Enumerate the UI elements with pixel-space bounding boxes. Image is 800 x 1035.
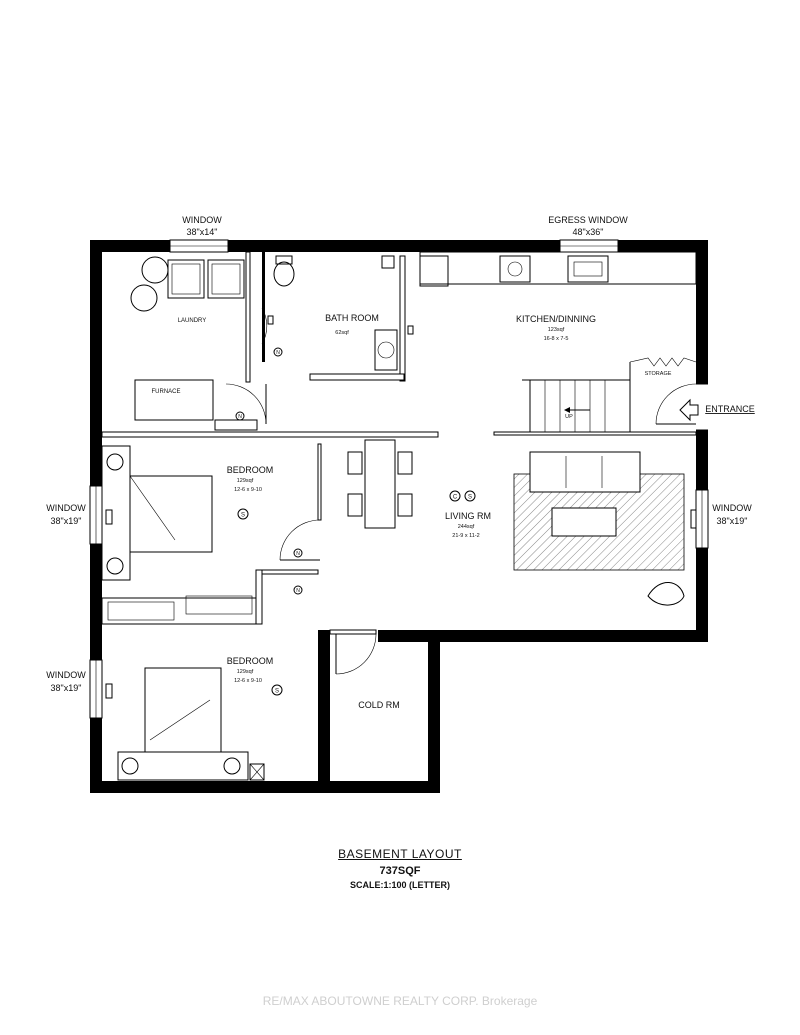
kitchen-area: 123sqf <box>548 327 565 333</box>
furnace-label: FURNACE <box>151 389 180 395</box>
living-label: LIVING RM <box>445 511 491 521</box>
window-top-size: 38"x14" <box>187 227 218 237</box>
bath-room-label: BATH ROOM <box>325 313 379 323</box>
n-symbol-bath: N <box>276 350 280 356</box>
bath-area: 62sqf <box>335 330 349 336</box>
bedroom2-label: BEDROOM <box>227 656 274 666</box>
cold-room-label: COLD RM <box>358 700 400 710</box>
window-left2-label: WINDOW <box>46 670 86 680</box>
living-furniture <box>513 451 697 606</box>
bedroom1-furniture <box>101 445 213 581</box>
window-right-size: 38"x19" <box>717 516 748 526</box>
window-left1-size: 38"x19" <box>51 516 82 526</box>
labels: WINDOW 38"x14" EGRESS WINDOW 48"x36" LAU… <box>46 215 755 710</box>
window-right-label: WINDOW <box>712 503 752 513</box>
kitchen-fixtures <box>419 251 697 287</box>
bedroom1-label: BEDROOM <box>227 465 274 475</box>
living-dims: 21-9 x 11-2 <box>452 533 479 539</box>
egress-window-size: 48"x36" <box>573 227 604 237</box>
layout-area: 737SQF <box>379 865 421 877</box>
windows <box>89 239 709 719</box>
egress-window-label: EGRESS WINDOW <box>548 215 628 225</box>
bedroom2-dims: 12-6 x 9-10 <box>234 678 262 684</box>
bath-fixtures <box>267 255 414 371</box>
laundry-fixtures <box>130 256 258 431</box>
entrance-arrow-icon <box>679 398 699 422</box>
layout-scale: SCALE:1:100 (LETTER) <box>349 880 450 890</box>
window-left2-size: 38"x19" <box>51 683 82 693</box>
dining-furniture <box>347 439 413 529</box>
bedroom2-furniture <box>105 667 265 781</box>
layout-title: BASEMENT LAYOUT <box>338 847 462 861</box>
kitchen-label: KITCHEN/DINNING <box>516 314 596 324</box>
co-detector-living: C <box>453 495 458 501</box>
storage-label: STORAGE <box>645 371 672 377</box>
smoke-detector-bedroom2: S <box>275 689 279 695</box>
n-symbol-laundry: N <box>238 414 242 420</box>
bedroom2-area: 129sqf <box>237 669 254 675</box>
bedroom1-area: 129sqf <box>237 478 254 484</box>
bedroom1-dims: 12-6 x 9-10 <box>234 487 262 493</box>
window-top-label: WINDOW <box>182 215 222 225</box>
smoke-detector-living: S <box>468 495 472 501</box>
interior-walls <box>101 251 697 793</box>
brokerage-watermark: RE/MAX ABOUTOWNE REALTY CORP. Brokerage <box>262 994 538 1008</box>
doors <box>225 307 697 675</box>
stairs-up-label: UP <box>565 414 573 420</box>
symbols: S C S S N N N N <box>235 347 476 696</box>
living-area: 244sqf <box>458 524 475 530</box>
window-left1-label: WINDOW <box>46 503 86 513</box>
n-symbol-hall-2: N <box>296 588 300 594</box>
kitchen-dims: 16-8 x 7-5 <box>544 336 569 342</box>
n-symbol-hall-1: N <box>296 551 300 557</box>
smoke-detector-bedroom1: S <box>241 513 245 519</box>
entrance-label: ENTRANCE <box>705 404 755 414</box>
laundry-label: LAUNDRY <box>178 318 207 324</box>
